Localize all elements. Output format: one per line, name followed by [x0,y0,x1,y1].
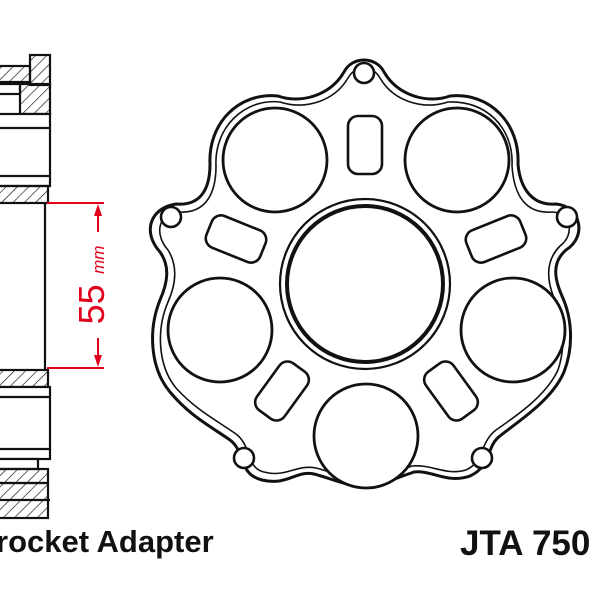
dimension-unit: mm [89,246,108,274]
mounting-hole [470,446,494,470]
caption: rocket Adapter [0,524,214,559]
mounting-hole [232,446,256,470]
lightening-hole [403,106,511,214]
arrow-down-icon [94,355,102,367]
mounting-hole [159,205,183,229]
arrow-up-icon [94,204,102,216]
slot [253,360,311,422]
mounting-hole [352,61,376,85]
side-section-view [0,53,52,520]
front-view [148,58,581,490]
slot [464,214,528,264]
slot [346,114,384,176]
mounting-holes [159,61,579,470]
lightening-hole [312,382,420,490]
central-bore [278,197,452,371]
lightening-hole [221,106,329,214]
slot [422,360,480,422]
part-number: JTA 750 [460,524,591,563]
upper-hub [0,112,52,205]
bottom-flange [0,457,50,520]
top-flange [0,53,52,116]
slots [204,114,528,422]
lower-hub [0,368,52,461]
lightening-hole [459,276,567,384]
slot [204,214,268,264]
dimension-label: 55 mm [71,246,112,325]
mounting-hole [555,205,579,229]
lightening-holes [166,106,567,490]
dimension-value: 55 [71,284,112,324]
dimension-55mm: 55 mm [47,202,112,369]
lightening-hole [166,276,274,384]
